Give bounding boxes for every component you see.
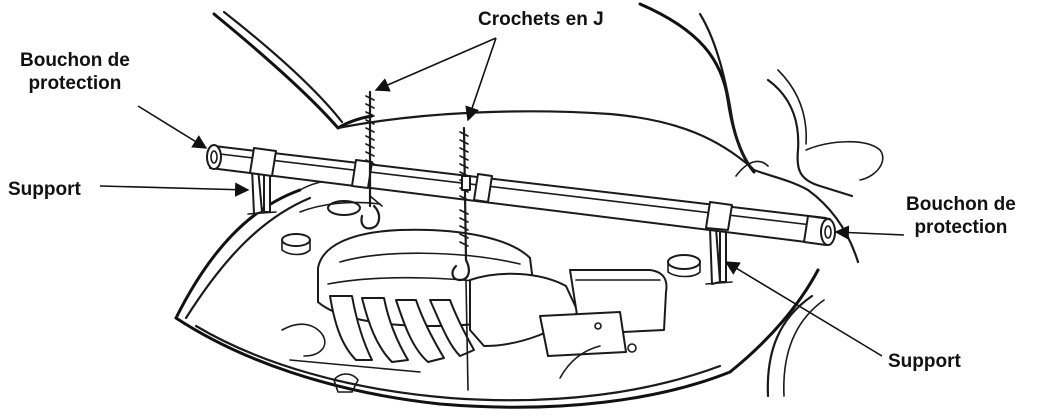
- leader-j-hook-center: [465, 37, 497, 122]
- engine: [281, 228, 668, 393]
- label-cap-right-line2: protection: [914, 217, 1008, 238]
- support-stand-right: [705, 227, 733, 285]
- label-support-left-text: Support: [8, 179, 81, 200]
- label-protective-cap-right: Bouchon de protection: [906, 193, 1016, 239]
- label-protective-cap-left: Bouchon de protection: [20, 49, 130, 95]
- label-support-left: Support: [8, 178, 81, 201]
- label-support-right: Support: [888, 350, 961, 373]
- hood-outline: [212, 2, 756, 174]
- label-j-hooks-text: Crochets en J: [478, 9, 604, 30]
- label-cap-left-line1: Bouchon de: [20, 50, 130, 71]
- end-cap-right: [803, 215, 836, 246]
- j-hook-center: [451, 126, 471, 391]
- label-cap-left-line2: protection: [28, 73, 122, 94]
- j-hook-left: [360, 90, 383, 230]
- leader-arrows: [99, 37, 905, 357]
- label-support-right-text: Support: [888, 351, 961, 372]
- label-j-hooks: Crochets en J: [478, 8, 604, 31]
- leader-support-right: [724, 261, 883, 357]
- end-cap-left: [206, 144, 222, 170]
- leader-support-left: [99, 182, 250, 197]
- engine-support-bar: [209, 145, 827, 245]
- label-cap-right-line1: Bouchon de: [906, 194, 1016, 215]
- leader-cap-left: [137, 105, 208, 149]
- leader-j-hook-left: [374, 37, 497, 92]
- strut-towers: [281, 200, 701, 278]
- leader-cap-right: [834, 225, 905, 240]
